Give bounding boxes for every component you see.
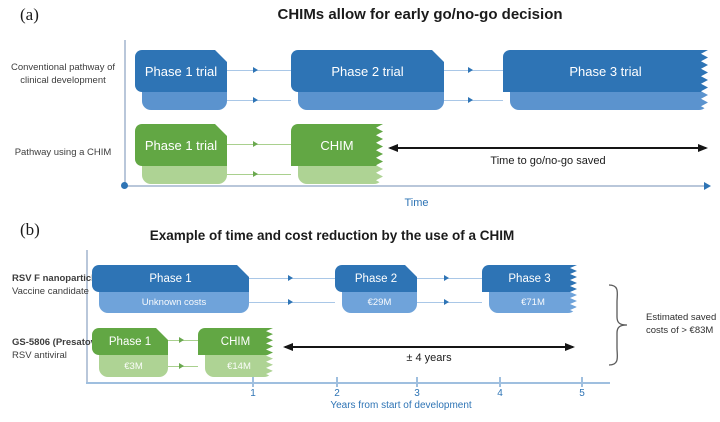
b-phase2-cost: €29M bbox=[367, 297, 392, 308]
chim-pathway-label: Pathway using a CHIM bbox=[14, 147, 112, 158]
connector-line bbox=[227, 70, 291, 71]
brace-icon bbox=[608, 284, 628, 366]
connector-arrow-icon bbox=[444, 299, 449, 305]
axis-tick bbox=[499, 377, 501, 387]
phase2-trial-label: Phase 2 trial bbox=[291, 50, 444, 92]
b-phase2-band: €29M bbox=[342, 292, 417, 313]
gs5806-line2: RSV antiviral bbox=[12, 350, 67, 361]
b-chim-box: CHIM €14M bbox=[198, 328, 273, 377]
panel-b-y-axis bbox=[86, 250, 88, 383]
rsv-vaccine-line1: RSV F nanoparticle bbox=[12, 273, 100, 284]
panel-b-tag: (b) bbox=[20, 220, 40, 239]
axis-tick-label: 1 bbox=[250, 388, 256, 399]
arrow-right-head-icon bbox=[698, 143, 708, 152]
phase2-trial-band bbox=[298, 92, 444, 110]
arrow-left-head-icon bbox=[283, 342, 293, 351]
panel-b-axis-label: Years from start of development bbox=[330, 400, 472, 411]
panel-a-title: CHIMs allow for early go/no-go decision bbox=[277, 6, 563, 23]
connector-line bbox=[444, 100, 503, 101]
b-phase3-band: €71M bbox=[489, 292, 577, 313]
b-g-phase1-label: Phase 1 bbox=[92, 328, 168, 355]
connector-arrow-icon bbox=[179, 337, 184, 343]
phase3-trial-box: Phase 3 trial bbox=[503, 50, 708, 110]
connector-arrow-icon bbox=[179, 363, 184, 369]
connector-line bbox=[417, 278, 482, 279]
estimated-savings-line2: costs of > €83M bbox=[646, 325, 714, 336]
axis-tick bbox=[416, 377, 418, 387]
b-g-phase1-band: €3M bbox=[99, 355, 168, 377]
chim-band bbox=[298, 166, 383, 184]
b-g-phase1-box: Phase 1 €3M bbox=[92, 328, 168, 377]
b-phase3-label: Phase 3 bbox=[482, 265, 577, 292]
panel-a-y-axis bbox=[124, 40, 126, 186]
b-phase2-label: Phase 2 bbox=[335, 265, 417, 292]
b-phase2-box: Phase 2 €29M bbox=[335, 265, 417, 313]
connector-line bbox=[417, 302, 482, 303]
connector-arrow-icon bbox=[253, 171, 258, 177]
connector-arrow-icon bbox=[468, 97, 473, 103]
phase3-trial-band bbox=[510, 92, 708, 110]
estimated-savings-line1: Estimated saved bbox=[646, 312, 717, 323]
connector-arrow-icon bbox=[444, 275, 449, 281]
connector-arrow-icon bbox=[253, 141, 258, 147]
panel-b-title: Example of time and cost reduction by th… bbox=[149, 228, 515, 243]
panel-a-x-axis bbox=[124, 185, 705, 187]
chim-label: CHIM bbox=[291, 124, 383, 166]
axis-tick bbox=[581, 377, 583, 387]
chim-box: CHIM bbox=[291, 124, 383, 184]
phase1-trial-band bbox=[142, 92, 227, 110]
connector-arrow-icon bbox=[468, 67, 473, 73]
axis-tick-label: 5 bbox=[579, 388, 585, 399]
b-chim-cost: €14M bbox=[227, 360, 251, 372]
panel-a-tag: (a) bbox=[20, 5, 39, 24]
phase1-chim-box: Phase 1 trial bbox=[135, 124, 227, 184]
connector-arrow-icon bbox=[253, 67, 258, 73]
connector-arrow-icon bbox=[288, 275, 293, 281]
panel-a-origin-dot bbox=[121, 182, 128, 189]
conventional-pathway-line1: Conventional pathway of bbox=[10, 62, 116, 73]
b-phase1-cost: Unknown costs bbox=[141, 297, 207, 308]
axis-tick bbox=[252, 377, 254, 387]
arrow-left-head-icon bbox=[388, 143, 398, 152]
connector-line bbox=[227, 100, 291, 101]
panel-a-axis-label: Time bbox=[404, 197, 429, 209]
axis-tick bbox=[336, 377, 338, 387]
phase2-trial-box: Phase 2 trial bbox=[291, 50, 444, 110]
connector-arrow-icon bbox=[288, 299, 293, 305]
rsv-vaccine-line2: Vaccine candidate bbox=[12, 286, 89, 297]
panel-b-x-axis bbox=[86, 382, 610, 384]
connector-line bbox=[227, 144, 291, 145]
gs5806-line1: GS-5806 (Presatovir) bbox=[12, 337, 106, 348]
b-chim-band: €14M bbox=[205, 355, 273, 377]
phase1-trial-label: Phase 1 trial bbox=[135, 50, 227, 92]
panel-a-axis-arrow-icon bbox=[704, 182, 711, 190]
connector-line bbox=[444, 70, 503, 71]
estimated-savings-label: Estimated saved costs of > €83M bbox=[646, 311, 718, 337]
phase1-chim-band bbox=[142, 166, 227, 184]
time-saved-label: Time to go/no-go saved bbox=[490, 155, 606, 167]
years-saved-label: ± 4 years bbox=[406, 352, 452, 364]
connector-line bbox=[227, 174, 291, 175]
axis-tick-label: 3 bbox=[414, 388, 420, 399]
b-phase3-cost: €71M bbox=[521, 297, 545, 308]
connector-arrow-icon bbox=[253, 97, 258, 103]
rsv-vaccine-label: RSV F nanoparticle Vaccine candidate bbox=[12, 272, 112, 298]
b-phase1-box: Phase 1 Unknown costs bbox=[92, 265, 249, 313]
phase1-chim-label: Phase 1 trial bbox=[135, 124, 227, 166]
b-phase1-label: Phase 1 bbox=[92, 265, 249, 292]
arrow-right-head-icon bbox=[565, 342, 575, 351]
axis-tick-label: 2 bbox=[334, 388, 340, 399]
years-saved-arrow bbox=[285, 346, 573, 348]
conventional-pathway-label: Conventional pathway of clinical develop… bbox=[6, 62, 120, 87]
b-phase1-band: Unknown costs bbox=[99, 292, 249, 313]
phase1-trial-box: Phase 1 trial bbox=[135, 50, 227, 110]
b-phase3-box: Phase 3 €71M bbox=[482, 265, 577, 313]
b-chim-label: CHIM bbox=[198, 328, 273, 355]
axis-tick-label: 4 bbox=[497, 388, 503, 399]
conventional-pathway-line2: clinical development bbox=[20, 74, 106, 86]
gs5806-label: GS-5806 (Presatovir) RSV antiviral bbox=[12, 336, 112, 362]
b-g-phase1-cost: €3M bbox=[124, 360, 143, 372]
phase3-trial-label: Phase 3 trial bbox=[503, 50, 708, 92]
time-saved-arrow bbox=[390, 147, 706, 149]
